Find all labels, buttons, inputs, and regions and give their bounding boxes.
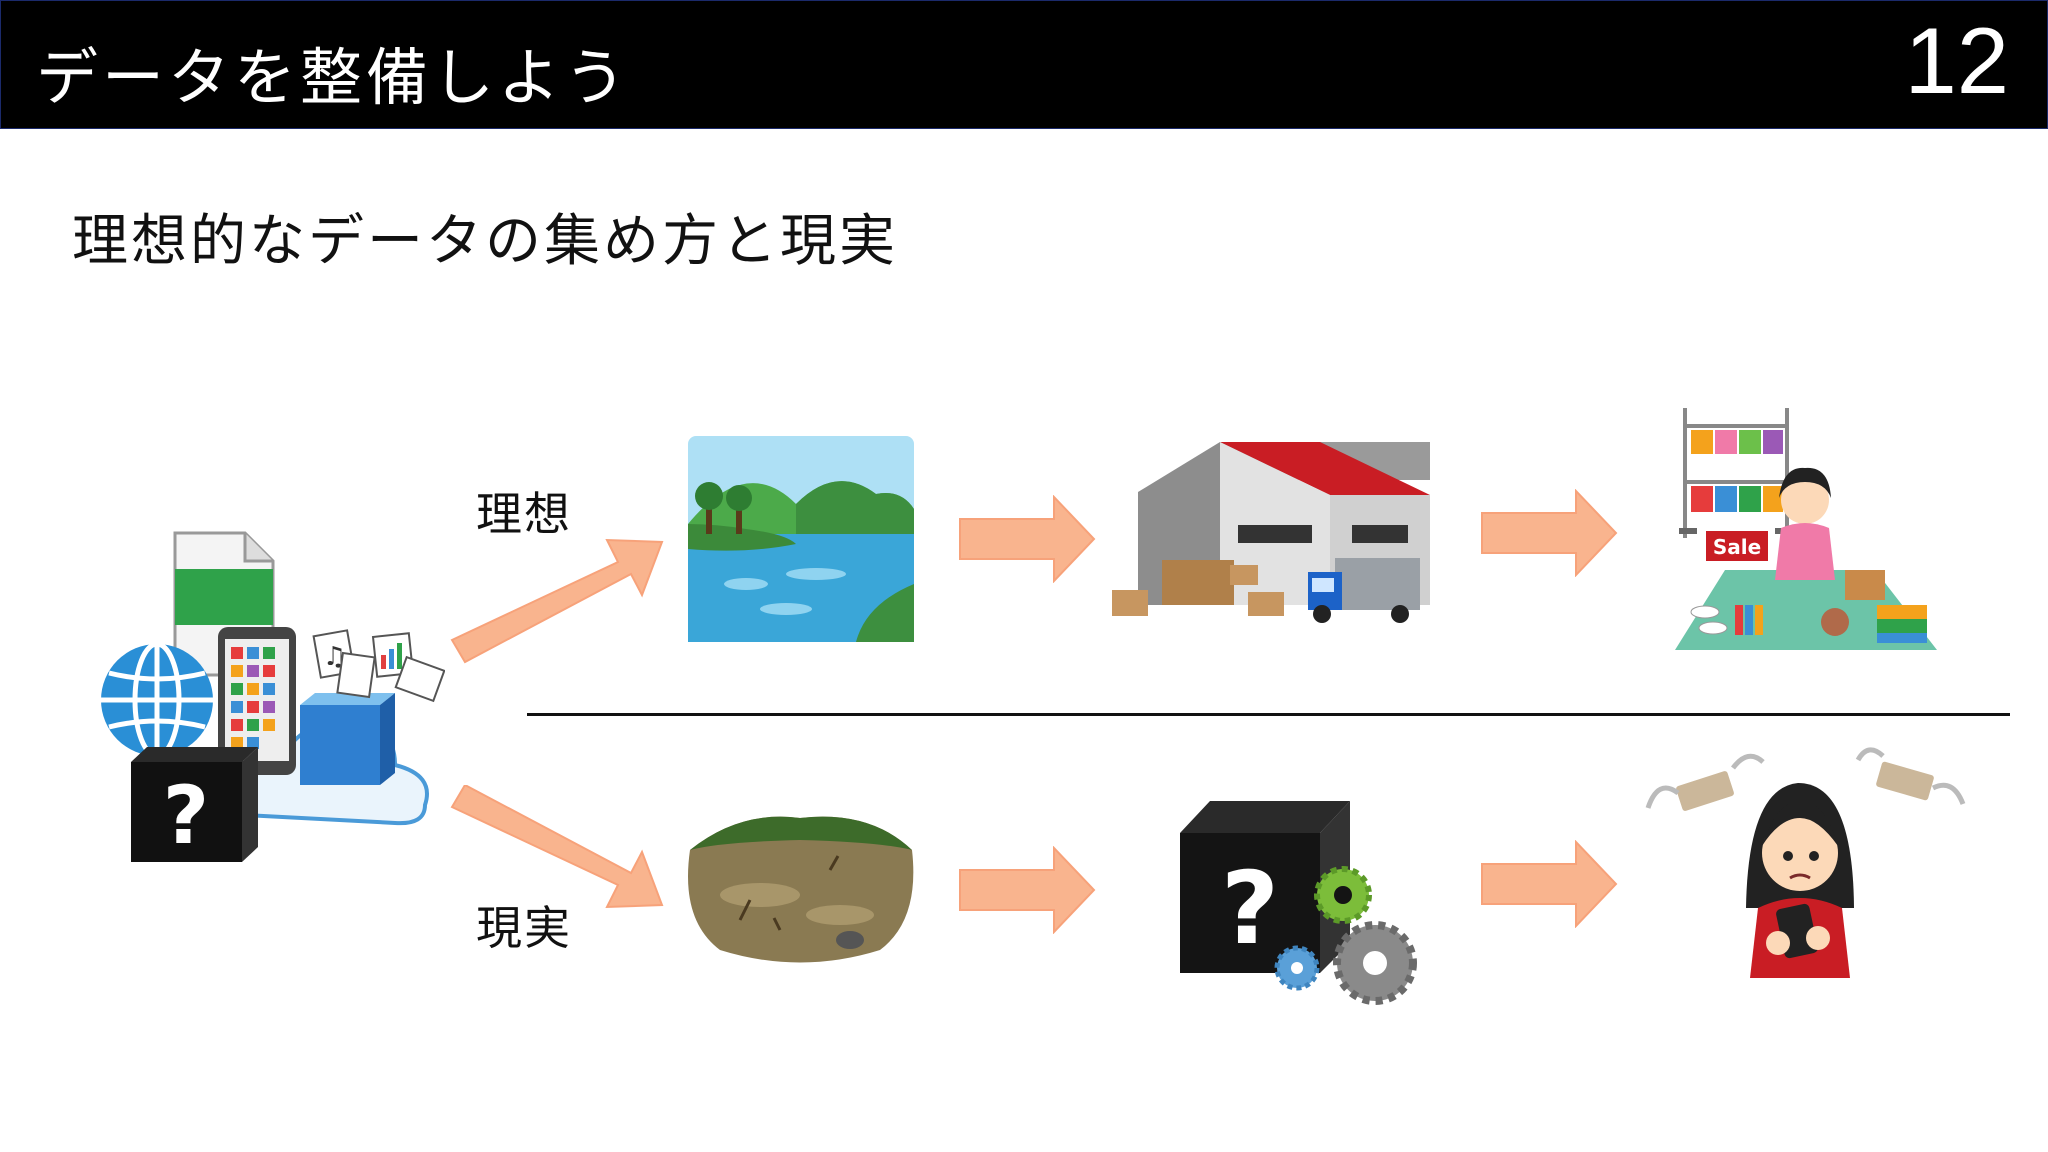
seller-person [1775, 467, 1835, 580]
globe-icon [101, 641, 213, 759]
svg-text:?: ? [163, 769, 209, 862]
arrow-reality-1 [959, 846, 1096, 934]
arrow-ideal-2 [1481, 489, 1618, 577]
svg-text:?: ? [1221, 850, 1279, 967]
data-sources-illustration: ♫ ? [101, 531, 445, 862]
smartphone-icon [218, 627, 296, 775]
sale-sign: Sale [1704, 529, 1770, 563]
truck-icon [1308, 558, 1420, 623]
sale-sign-text: Sale [1713, 535, 1761, 559]
flying-money-icon [1855, 747, 1966, 805]
lake-illustration [688, 436, 914, 642]
worried-person-illustration [1645, 747, 1966, 978]
arrow-to-reality [450, 785, 664, 909]
gear-icon [1333, 921, 1417, 1005]
mystery-box-icon: ? [131, 747, 258, 862]
page-number: 12 [1904, 8, 2009, 113]
slide-title: データを整備しよう [36, 41, 631, 114]
arrow-ideal-1 [959, 495, 1096, 583]
flying-money-icon [1645, 753, 1765, 811]
gear-icon [1274, 945, 1320, 991]
wasteland-illustration [688, 816, 914, 963]
clothes-rack-icon [1691, 430, 1783, 512]
reality-label: 現実 [476, 901, 572, 955]
document-file-icon [173, 531, 275, 677]
market-stall-illustration: Sale [1675, 408, 1937, 650]
arrow-reality-2 [1481, 840, 1618, 928]
arrow-to-ideal [450, 538, 664, 664]
slide-subtitle: 理想的なデータの集め方と現実 [72, 209, 898, 274]
worried-person [1746, 783, 1854, 978]
header-bar: データを整備しよう 12 [0, 0, 2048, 129]
database-box-icon [300, 693, 395, 785]
black-box-illustration: ? [1180, 801, 1417, 1005]
media-files-icon: ♫ [312, 629, 445, 703]
warehouse-illustration [1112, 442, 1430, 623]
ideal-label: 理想 [476, 487, 572, 541]
gear-icon [1314, 866, 1372, 924]
row-divider [527, 713, 2010, 716]
